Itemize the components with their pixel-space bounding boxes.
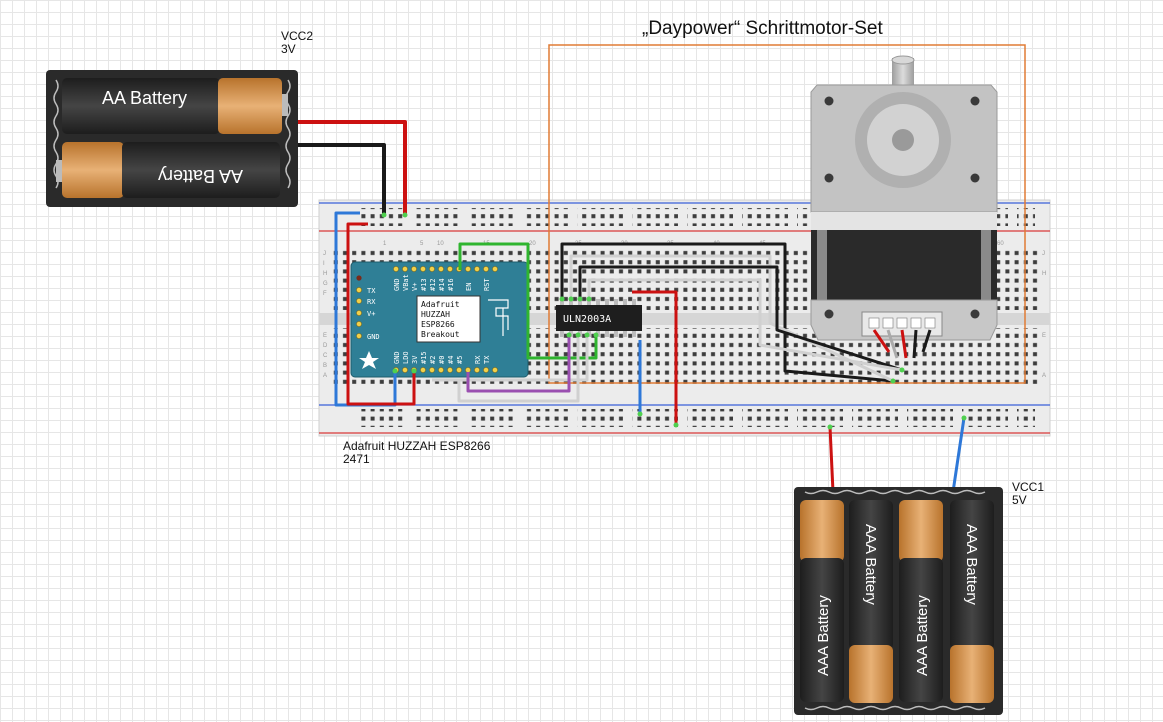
aaa-battery-cell: AAA Battery	[950, 500, 994, 703]
esp-bottom-pin-label: 3V	[411, 355, 419, 364]
wire-black	[560, 242, 894, 383]
esp-side-pin-label: V+	[367, 310, 375, 318]
esp-side-pin-label: GND	[367, 333, 380, 341]
wire-gray	[457, 335, 580, 403]
wire-black	[578, 265, 903, 372]
row-letter: H	[323, 271, 327, 277]
esp-bottom-pin-label: RX	[474, 355, 482, 364]
wires	[298, 120, 966, 493]
row-letter: F	[323, 291, 327, 297]
vcc1-label: VCC1 5V	[1012, 481, 1044, 507]
wire-blue	[951, 417, 966, 493]
wire-purple	[466, 335, 571, 393]
vcc2-name: VCC2	[281, 29, 314, 43]
row-letter: B	[323, 363, 327, 369]
aa-battery-holder: AA Battery AA Battery	[46, 70, 298, 207]
row-letter: H	[1042, 271, 1046, 277]
wire-black	[298, 143, 386, 215]
esp-part-number: 2471	[343, 452, 370, 466]
wire-red	[900, 329, 908, 359]
esp-top-pin-label: #16	[447, 278, 455, 291]
column-number: 5	[420, 241, 424, 247]
esp-bottom-pin-label: #5	[456, 356, 464, 364]
esp-bottom-pin-label: #2	[429, 356, 437, 364]
row-letter: G	[323, 281, 328, 287]
esp-bottom-pin-label: #15	[420, 351, 428, 364]
esp-top-pin-label: V+	[411, 283, 419, 291]
wire-gray	[587, 278, 903, 372]
aaa-battery-label: AAA Battery	[914, 595, 931, 676]
row-letter: E	[1042, 333, 1046, 339]
esp-top-pin-label: RST	[483, 278, 491, 291]
row-letter: I	[323, 261, 325, 267]
esp-caption: Adafruit HUZZAH ESP8266 2471	[343, 440, 490, 466]
column-number: 20	[529, 241, 536, 247]
esp-board-text: HUZZAH	[421, 310, 450, 319]
uln2003a-label: ULN2003A	[563, 314, 611, 325]
vcc1-name: VCC1	[1012, 480, 1045, 494]
esp-board-text: Adafruit	[421, 300, 460, 309]
aa-battery-cell: AA Battery	[62, 78, 288, 134]
wire-blue	[334, 211, 397, 407]
esp-board-text: Breakout	[421, 330, 460, 339]
aaa-battery-label: AAA Battery	[963, 524, 980, 605]
esp-caption-name: Adafruit HUZZAH ESP8266	[343, 439, 491, 453]
column-number: 60	[997, 241, 1004, 247]
aaa-battery-cell: AAA Battery	[800, 500, 844, 702]
row-letter: C	[323, 353, 328, 359]
esp-side-pin-label: RX	[367, 298, 376, 306]
wire-red	[632, 290, 678, 425]
esp8266-board: Adafruit HUZZAH ESP8266 Breakout GND VBa…	[350, 261, 529, 378]
row-letter: J	[1042, 251, 1045, 257]
stepper-motor	[810, 55, 998, 341]
wire-red	[298, 120, 407, 215]
esp-top-pin-label: #12	[429, 278, 437, 291]
row-letter: A	[1042, 373, 1046, 379]
wire-green	[458, 242, 598, 360]
wire-red	[346, 222, 416, 406]
esp-board-text: ESP8266	[421, 320, 455, 329]
column-number: 1	[383, 241, 387, 247]
esp-bottom-pin-label: LDO	[402, 351, 410, 364]
aa-battery-label: AA Battery	[158, 166, 243, 186]
vcc2-label: VCC2 3V	[281, 30, 313, 56]
diagram-title: „Daypower“ Schrittmotor-Set	[642, 18, 883, 39]
row-letter: A	[323, 373, 327, 379]
wire-endpoints	[381, 212, 967, 430]
aaa-battery-cell: AAA Battery	[899, 500, 943, 702]
esp-bottom-pin-label: GND	[393, 351, 401, 364]
wire-gray	[432, 335, 589, 382]
vcc1-voltage: 5V	[1012, 493, 1027, 507]
wire-red	[828, 426, 835, 493]
wire-red	[872, 329, 891, 353]
esp-top-pin-label: GND	[393, 278, 401, 291]
esp-top-pin-label: EN	[465, 283, 473, 291]
esp-side-pin-label: TX	[367, 287, 376, 295]
esp-bottom-pin-label: #0	[438, 356, 446, 364]
column-number: 10	[437, 241, 444, 247]
row-letter: J	[323, 251, 326, 257]
esp-top-pin-label: VBat	[402, 274, 410, 291]
aaa-battery-label: AAA Battery	[815, 595, 832, 676]
wire-black	[912, 329, 918, 359]
wire-black	[921, 329, 932, 353]
vcc2-voltage: 3V	[281, 42, 296, 56]
adafruit-logo-icon	[359, 351, 379, 369]
aaa-battery-cell: AAA Battery	[849, 500, 893, 703]
wire-gray	[886, 329, 899, 359]
esp-top-pin-label: #13	[420, 278, 428, 291]
aaa-battery-holder: AAA Battery AAA Battery AAA Battery AAA …	[794, 487, 1003, 715]
row-letter: E	[323, 333, 327, 339]
esp-bottom-pin-label: TX	[483, 355, 491, 364]
esp-top-pin-label: #14	[438, 278, 446, 291]
stepper-set-frame	[548, 44, 1026, 384]
aa-battery-label: AA Battery	[102, 88, 187, 108]
aaa-battery-label: AAA Battery	[862, 524, 879, 605]
esp-bottom-pin-label: #4	[447, 356, 455, 364]
aa-battery-cell: AA Battery	[56, 142, 280, 198]
row-letter: D	[323, 343, 328, 349]
